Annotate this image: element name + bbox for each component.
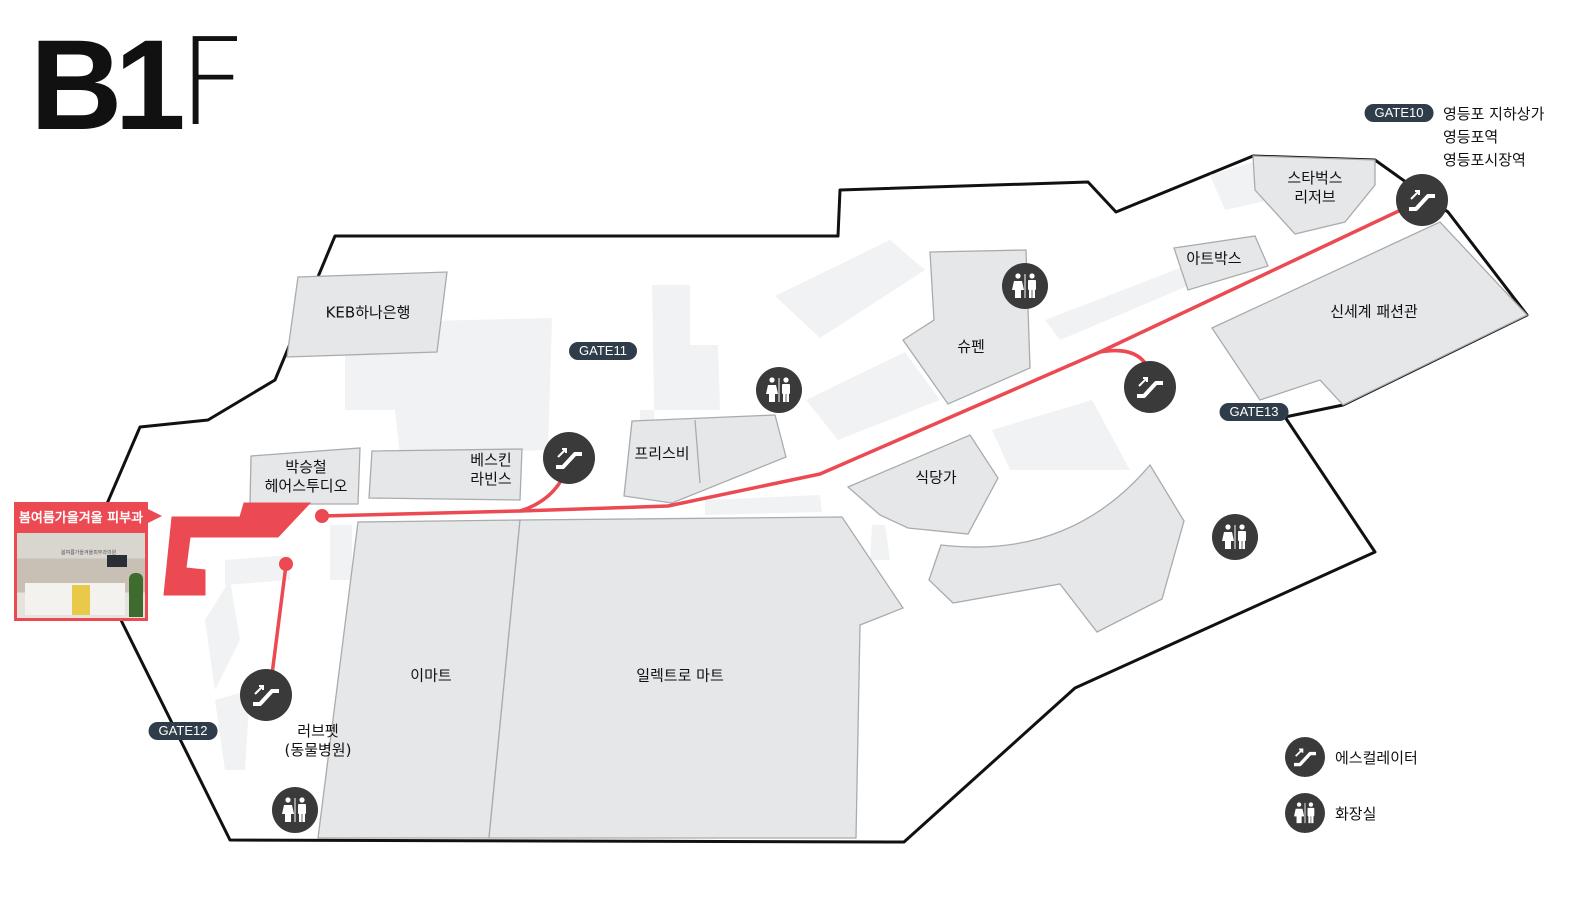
label-lovepet-line2: (동물병원)	[284, 741, 352, 759]
gate10-badge: GATE10	[1364, 104, 1434, 122]
label-starbucks-line1: 스타벅스	[1287, 169, 1343, 187]
gate10-dest-1: 영등포 지하상가	[1443, 105, 1545, 123]
gate10-dest-2: 영등포역	[1443, 128, 1499, 146]
restroom-icon	[1212, 514, 1258, 560]
store-foodcourt-arc	[928, 463, 1185, 633]
label-parkseung-line2: 헤어스투디오	[264, 477, 348, 495]
label-baskin: 베스킨 라빈스	[470, 451, 511, 489]
label-food: 식당가	[915, 468, 957, 487]
label-electro: 일렉트로 마트	[636, 666, 724, 685]
label-starbucks: 스타벅스 리저브	[1287, 169, 1342, 207]
label-lovepet: 러브펫 (동물병원)	[285, 722, 352, 760]
clinic-photo-plant	[129, 573, 143, 617]
escalator-icon	[1396, 174, 1448, 226]
legend-restroom-label: 화장실	[1335, 804, 1377, 823]
escalator-icon	[543, 432, 595, 484]
store-parkseung	[249, 447, 361, 505]
floor-suffix: F	[178, 14, 248, 153]
legend-escalator: 에스컬레이터	[1285, 737, 1418, 777]
gate10-destinations: 영등포 지하상가 영등포역 영등포시장역	[1443, 103, 1544, 172]
restroom-icon	[272, 787, 318, 833]
label-baskin-line2: 라빈스	[470, 470, 512, 488]
clinic-photo-panel	[72, 585, 90, 615]
label-parkseung: 박승철 헤어스투디오	[265, 458, 348, 496]
gate12-badge: GATE12	[148, 722, 218, 740]
store-food	[846, 434, 999, 535]
store-supen	[902, 249, 1031, 405]
route-start-dot	[315, 509, 329, 523]
escalator-icon	[1124, 361, 1176, 413]
clinic-name-tag: 봄여름가을겨울 피부과	[14, 502, 148, 530]
restroom-icon	[756, 367, 802, 413]
label-emart: 이마트	[410, 666, 452, 685]
gate11-badge: GATE11	[569, 342, 637, 360]
route-start-dot-2	[279, 557, 293, 571]
label-lovepet-line1: 러브펫	[297, 722, 339, 740]
legend-escalator-label: 에스컬레이터	[1335, 748, 1418, 767]
label-baskin-line1: 베스킨	[470, 451, 512, 469]
restroom-icon	[1002, 263, 1048, 309]
gate10-dest-3: 영등포시장역	[1443, 151, 1526, 169]
clinic-photo: 봄여름가을겨울피부과의원	[14, 530, 148, 621]
legend-restroom: 화장실	[1285, 793, 1376, 833]
store-shinsegae	[1211, 221, 1529, 406]
clinic-photo-image: 봄여름가을겨울피부과의원	[17, 533, 145, 618]
gate13-badge: GATE13	[1219, 403, 1289, 421]
label-starbucks-line2: 리저브	[1294, 188, 1336, 206]
floor-number: B1	[30, 14, 186, 157]
store-keb	[286, 271, 448, 358]
label-keb: KEB하나은행	[325, 303, 411, 322]
store-artbox	[1173, 235, 1269, 291]
escalator-icon	[240, 669, 292, 721]
store-starbucks	[1252, 155, 1376, 235]
restroom-icon	[1285, 793, 1325, 833]
label-artbox: 아트박스	[1186, 249, 1242, 268]
clinic-photo-sign: 봄여름가을겨울피부과의원	[61, 550, 117, 556]
clinic-location	[163, 502, 312, 596]
store-baskin	[368, 448, 523, 501]
label-shinsegae: 신세계 패션관	[1330, 302, 1418, 321]
clinic-photo-screen	[107, 555, 127, 567]
label-parkseung-line1: 박승철	[285, 458, 327, 476]
escalator-icon	[1285, 737, 1325, 777]
clinic-tag-pointer	[148, 509, 162, 523]
label-supen: 슈펜	[957, 337, 985, 356]
label-freesbi: 프리스비	[634, 444, 690, 463]
store-freesbi	[623, 414, 787, 504]
store-electro	[488, 516, 904, 839]
